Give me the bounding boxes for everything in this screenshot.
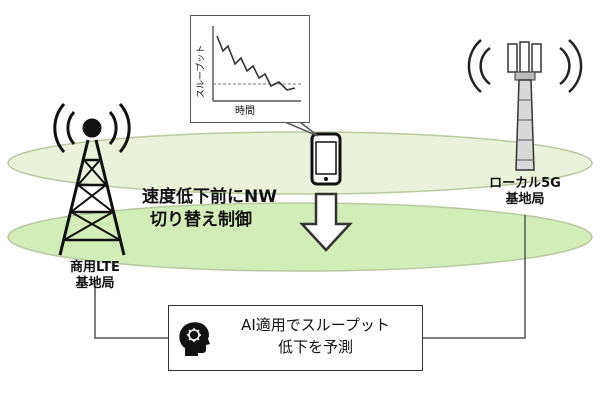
inset-chart-plot [212,26,301,102]
ai-prediction-label: AI適用でスループット 低下を予測 [213,315,418,359]
lte-connector-line [94,282,168,339]
ai-prediction-box: AI適用でスループット 低下を予測 [168,305,423,371]
ai-prediction-label-line1: AI適用でスループット [241,316,390,334]
local5g-coverage-area [7,131,593,195]
throughput-inset-chart: スループット 時間 [190,15,310,123]
local5g-station-label-line2: 基地局 [505,191,545,207]
ai-head-icon [179,322,210,356]
ai-prediction-label-line2: 低下を予測 [277,337,353,356]
local5g-antenna-icon [467,39,583,171]
local5g-station-label: ローカル5G 基地局 [470,176,580,207]
lte-tower-icon [53,103,131,256]
inset-x-axis-label: 時間 [235,106,255,117]
inset-throughput-line [216,35,296,91]
inset-callout-tail [284,121,319,137]
local5g-station-label-line1: ローカル5G [489,176,561,191]
lte-coverage-area [7,202,593,272]
lte-station-label-line2: 基地局 [75,275,115,291]
network-switch-label: 速度低下前にNW 切り替え制御 [142,186,342,232]
network-switch-label-line2: 切り替え制御 [150,209,252,230]
network-switch-label-line1: 速度低下前にNW [142,187,277,207]
lte-station-label-line1: 商用LTE [70,260,120,275]
lte-station-label: 商用LTE 基地局 [40,260,150,291]
inset-y-axis-label: スループット [196,44,207,99]
local5g-connector-line [423,215,526,339]
down-arrow-icon [299,192,353,252]
smartphone-icon [310,132,342,186]
